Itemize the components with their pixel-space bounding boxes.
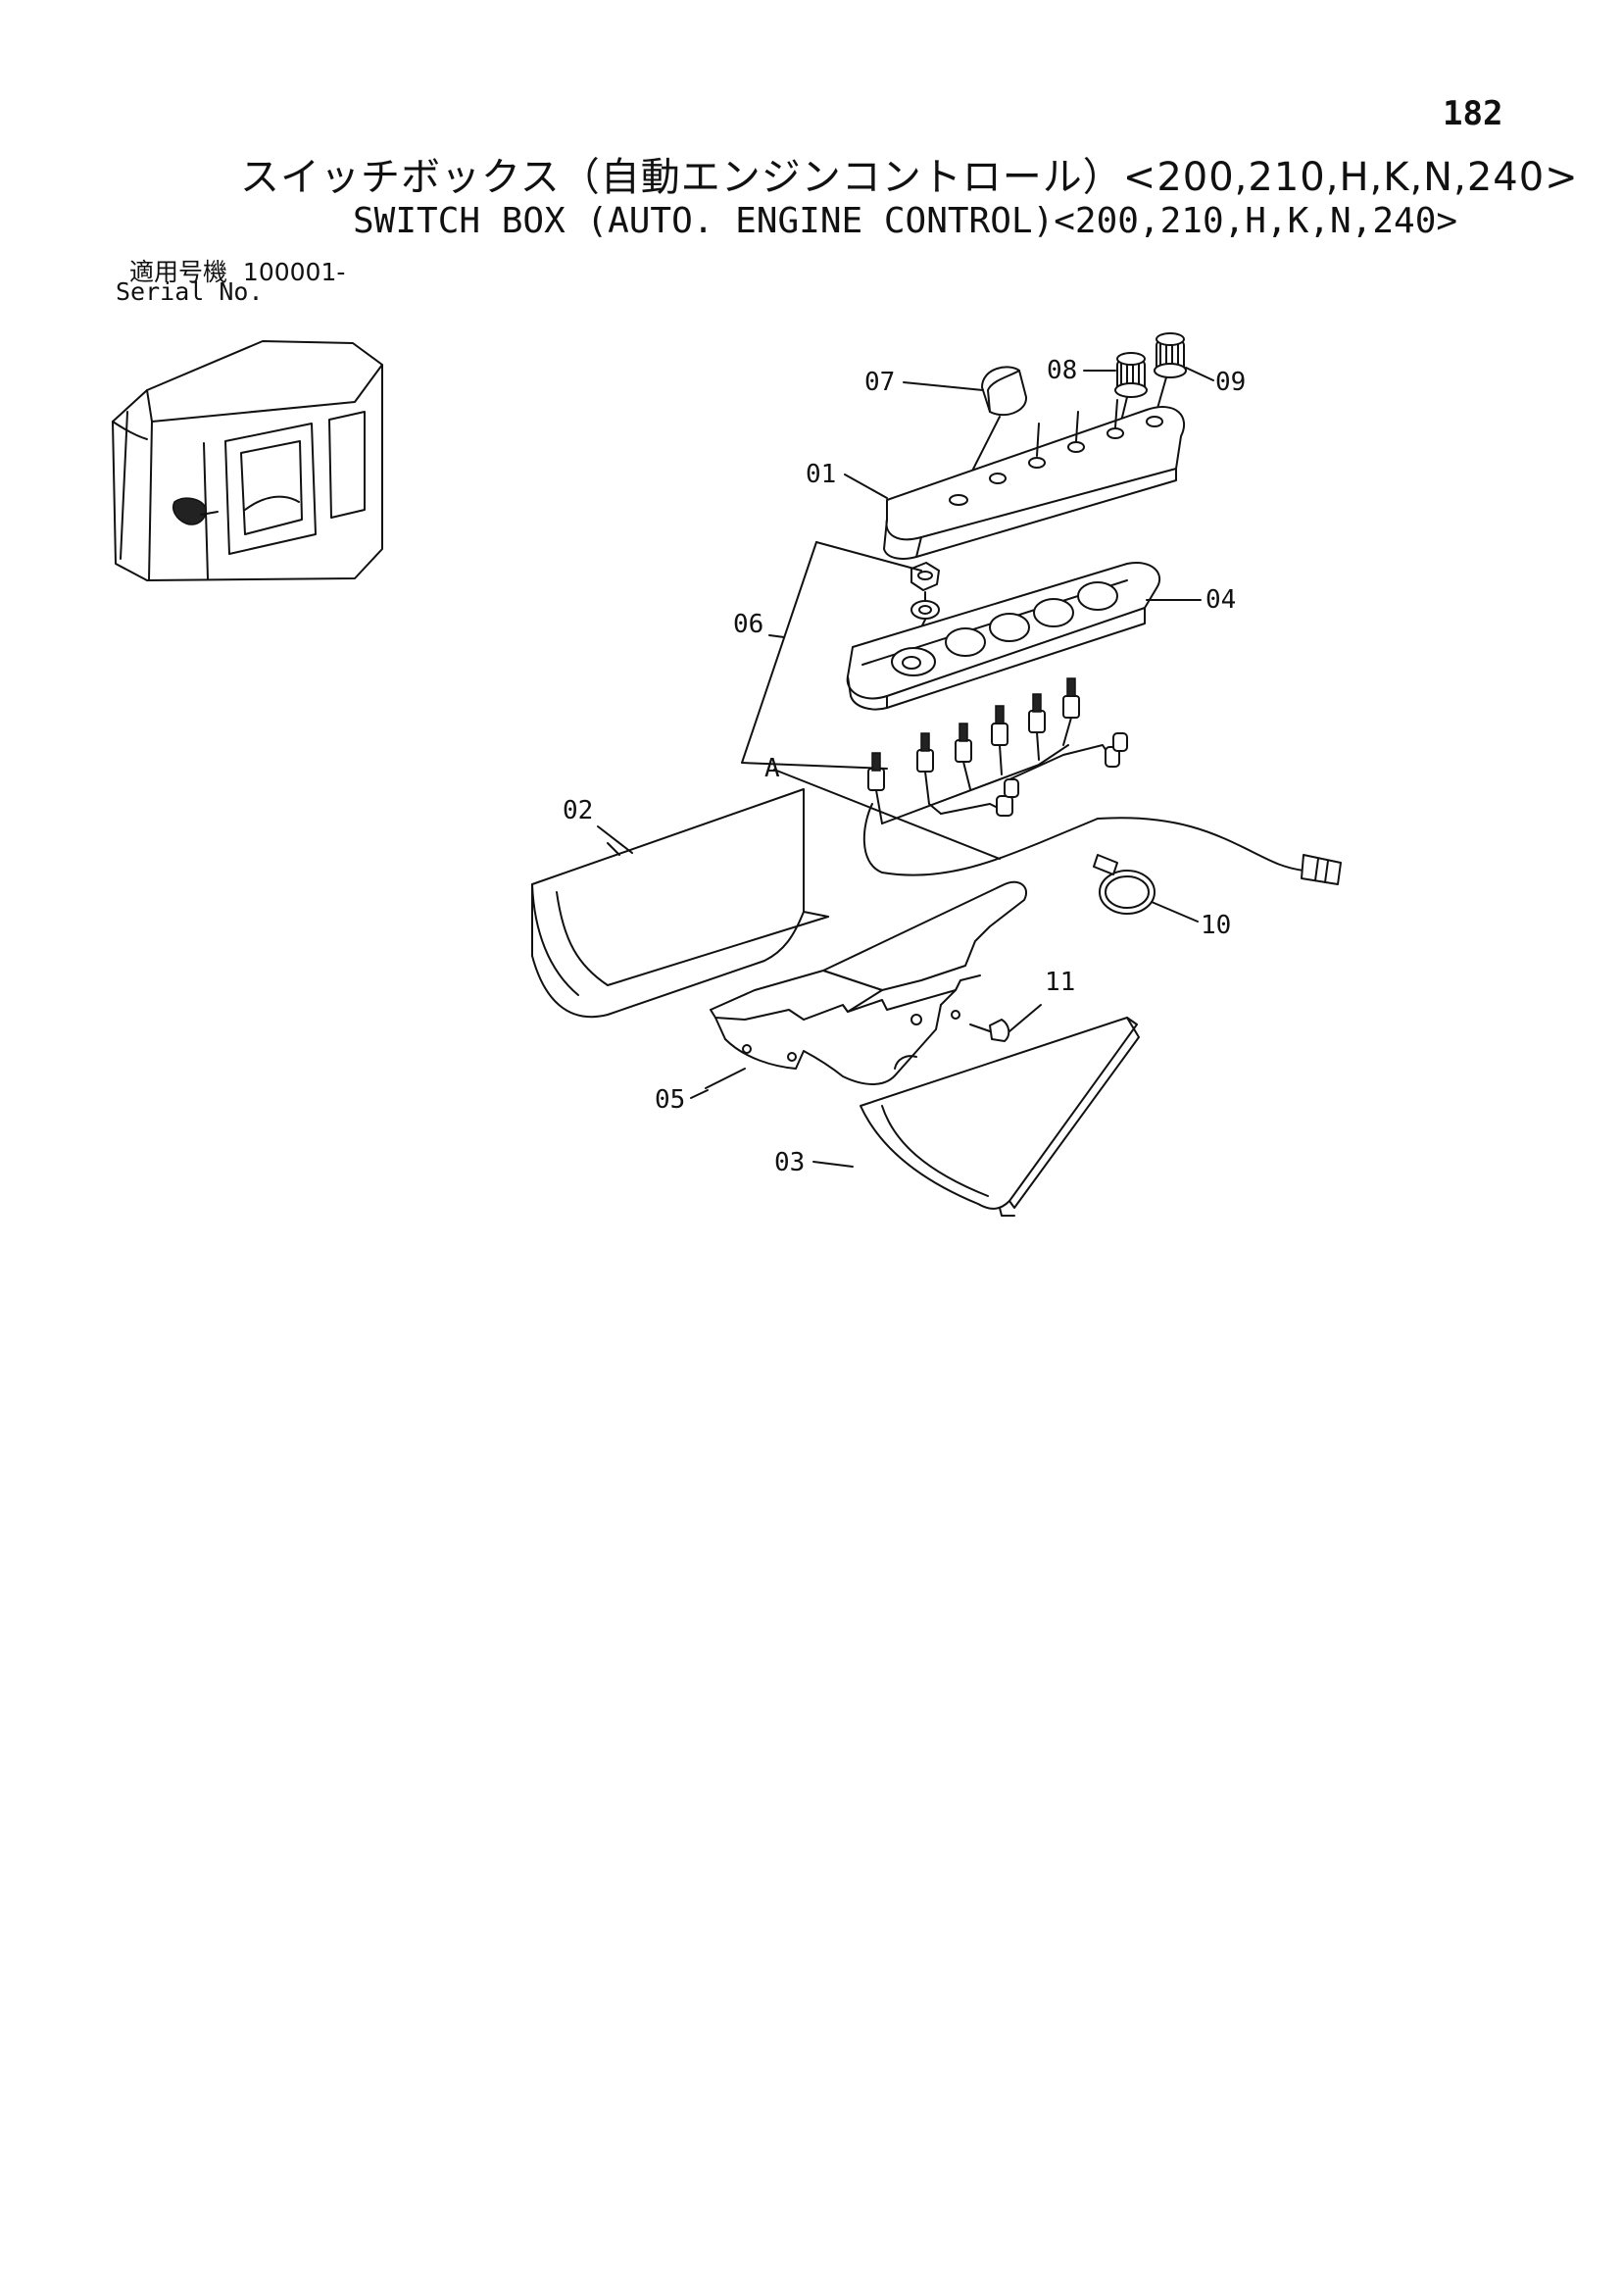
part-04-switch-panel [846, 562, 1202, 711]
switch-3 [955, 723, 972, 790]
part-10-clamp [1093, 854, 1199, 923]
part-01-top-cover [883, 399, 1186, 560]
switch-1 [867, 752, 885, 824]
callout-03: 03 [774, 1148, 805, 1177]
callout-09: 09 [1215, 368, 1246, 397]
title-english: SWITCH BOX (AUTO. ENGINE CONTROL)<200,21… [353, 201, 1458, 241]
part-03-right-cover [812, 1017, 1140, 1217]
switch-harness [862, 677, 1342, 885]
callout-05: 05 [655, 1085, 685, 1115]
serial-label-jp-text: 適用号機 [129, 258, 228, 286]
part-07-knob [958, 366, 1028, 499]
callout-06: 06 [733, 610, 763, 639]
page-number: 182 [1443, 94, 1503, 133]
callout-04: 04 [1205, 585, 1236, 615]
callout-07: 07 [864, 368, 895, 397]
part-08-dial [1114, 352, 1148, 430]
part-02-left-cover [531, 788, 829, 1019]
part-11-screw [969, 1004, 1042, 1042]
callout-10: 10 [1201, 911, 1231, 940]
part-06-bracket-lines [741, 541, 1001, 860]
serial-label-japanese: 適用号機 100001- [129, 253, 345, 288]
switch-4 [991, 705, 1008, 775]
switch-6 [1062, 677, 1080, 746]
title-japanese: スイッチボックス（自動エンジンコントロール）<200,210,H,K,N,240… [240, 155, 1579, 200]
serial-label-english: Serial No. [116, 277, 264, 306]
callout-ref-a: A [764, 754, 780, 783]
switch-5 [1028, 693, 1046, 761]
serial-number: 100001- [242, 258, 346, 286]
part-05-bracket-plate [705, 880, 1027, 1089]
part-09-dial [1154, 332, 1187, 413]
callout-02: 02 [563, 796, 593, 825]
switch-2 [916, 732, 942, 815]
callout-08: 08 [1047, 356, 1077, 385]
cab-location-thumbnail [112, 340, 383, 581]
callout-11: 11 [1045, 968, 1075, 997]
callout-01: 01 [806, 460, 836, 489]
